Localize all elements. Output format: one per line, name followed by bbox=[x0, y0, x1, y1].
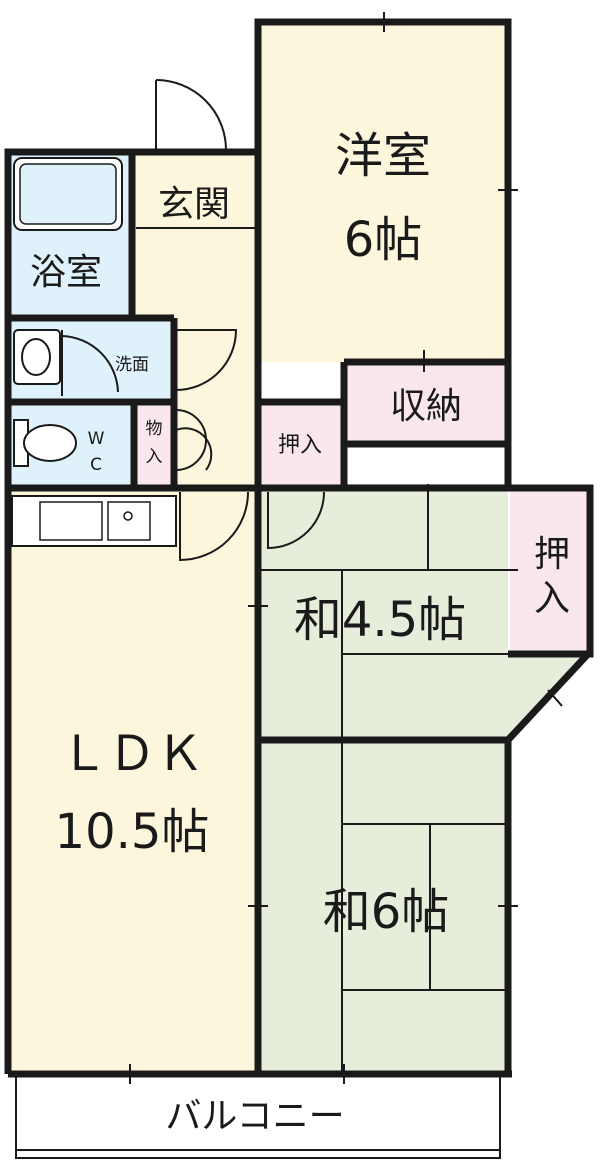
bathtub-icon bbox=[13, 157, 123, 231]
oshiire-right-label-line1: 押 bbox=[534, 534, 570, 575]
toilet-icon bbox=[13, 419, 77, 467]
ldk-door-icon bbox=[179, 491, 249, 562]
storage-main-fill bbox=[344, 362, 508, 442]
storage-main-label: 収納 bbox=[390, 386, 462, 427]
balcony-label: バルコニー bbox=[165, 1096, 344, 1137]
western-room-label: 洋室 bbox=[335, 128, 431, 184]
washitsu-45-fill bbox=[258, 484, 588, 740]
entrance-label: 玄関 bbox=[158, 184, 230, 225]
walls bbox=[4, 18, 594, 1078]
oshiire-small-label: 押入 bbox=[278, 433, 322, 458]
western-room-fill bbox=[258, 22, 508, 362]
window-ticks bbox=[129, 12, 563, 1084]
oshiire-right-label-line2: 入 bbox=[534, 578, 570, 619]
washitsu-door-icon bbox=[267, 491, 325, 550]
tatami-lines-45 bbox=[258, 484, 508, 740]
balcony-area bbox=[15, 1073, 501, 1159]
kitchen-counter-icon bbox=[11, 495, 177, 547]
bath-label: 浴室 bbox=[30, 252, 102, 293]
washitsu-6-fill bbox=[258, 740, 508, 1074]
balcony: バルコニー bbox=[15, 1073, 501, 1159]
washitsu-45-label: 和4.5帖 bbox=[294, 592, 466, 648]
western-room-size: 6帖 bbox=[344, 212, 423, 268]
closet-label-line2: 入 bbox=[146, 447, 163, 467]
washitsu-6-label: 和6帖 bbox=[323, 884, 450, 940]
ldk-size: 10.5帖 bbox=[55, 804, 210, 860]
oshiire-small-fill bbox=[258, 402, 344, 484]
tatami-lines-6 bbox=[341, 740, 508, 1074]
closet-fill bbox=[134, 402, 174, 486]
oshiire-right-fill bbox=[510, 488, 590, 654]
bath-door-icon bbox=[61, 330, 119, 396]
wc-label-line2: C bbox=[90, 455, 102, 475]
closet-door-icon bbox=[175, 409, 213, 471]
sink-icon bbox=[13, 329, 61, 385]
closet-label-line1: 物 bbox=[146, 419, 163, 439]
washroom-door-icon bbox=[175, 329, 238, 391]
ldk-fill bbox=[8, 488, 258, 1074]
front-door-icon bbox=[155, 79, 227, 152]
wc-label-line1: W bbox=[88, 429, 105, 449]
ldk-label: ＬＤＫ bbox=[60, 726, 204, 782]
washroom-label: 洗面 bbox=[115, 355, 149, 375]
